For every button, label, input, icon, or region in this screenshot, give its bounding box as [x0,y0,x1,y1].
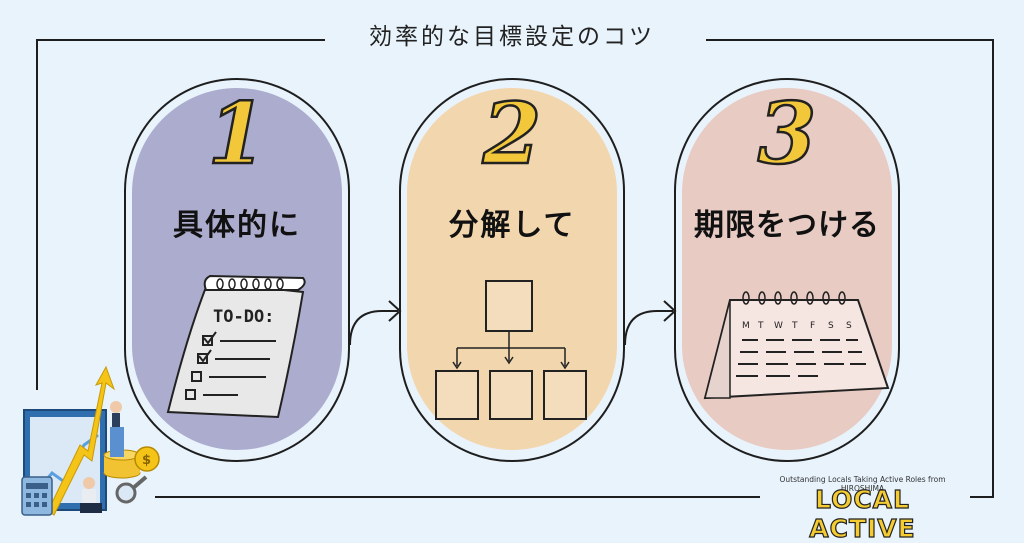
step-1-number: 1 [207,84,268,183]
hierarchy-chart-icon [435,280,587,420]
step-3-label: 期限をつける [694,208,880,243]
todo-heading: TO-DO: [213,307,274,327]
svg-text:$: $ [142,453,151,468]
step-1-outline [124,78,350,462]
step-3-outline [674,78,900,462]
weekday-label: S [846,321,852,331]
weekday-label: S [828,321,834,331]
weekday-label: T [791,321,798,331]
business-growth-illustration: $ [21,365,160,516]
weekday-label: W [774,321,783,331]
step-3-number: 3 [757,84,818,183]
arrow-right-icon [349,300,402,346]
weekday-label: F [810,321,815,331]
calendar-icon: M T W T F S S [703,291,890,400]
brand-logo: LOCAL ACTIVE [809,484,916,543]
step-2-label: 分解して [448,208,576,243]
step-2-outline [399,78,625,462]
weekday-label: M [742,321,750,331]
step-1-label: 具体的に [173,208,301,243]
page-title: 効率的な目標設定のコツ [369,24,655,50]
weekday-label: T [757,321,764,331]
step-2-number: 2 [482,84,543,183]
todo-list-icon: TO-DO: [166,274,306,419]
arrow-right-icon [624,300,677,346]
brand-tagline: Outstanding Locals Taking Active Roles f… [779,475,946,493]
